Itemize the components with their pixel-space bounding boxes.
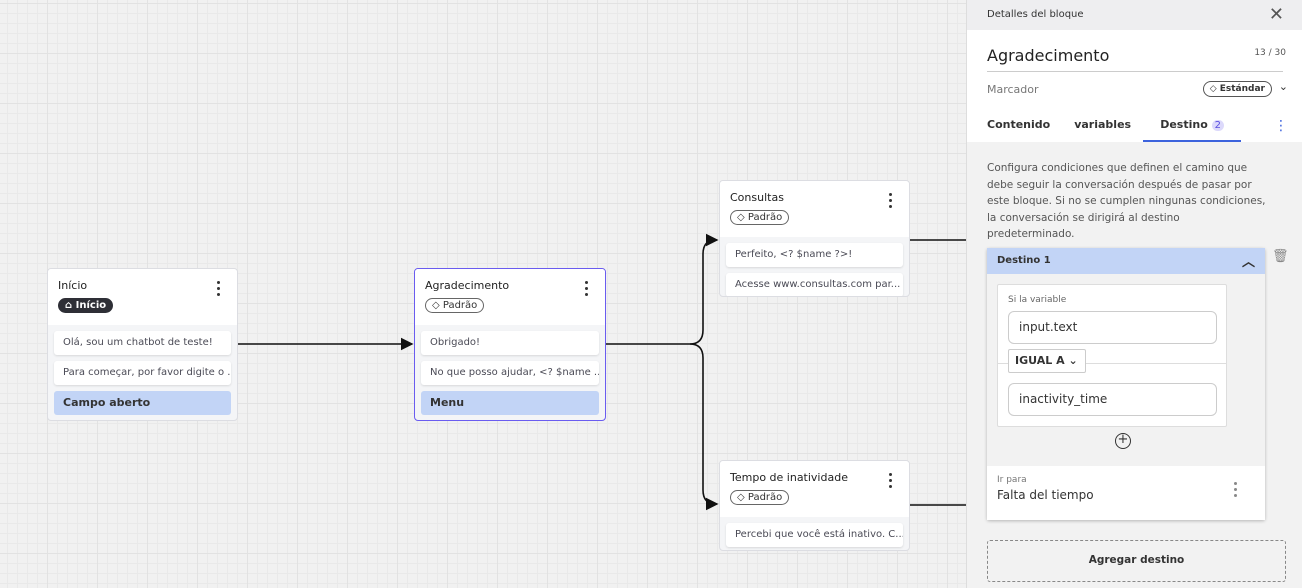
goto-label: Ir para: [997, 475, 1027, 485]
marker-value: Estándar: [1219, 84, 1265, 94]
tab-label: Destino: [1160, 118, 1208, 131]
destination-description: Configura condiciones que definen el cam…: [987, 162, 1266, 240]
node-title: Início: [58, 279, 88, 292]
node-title: Agradecimento: [425, 279, 510, 292]
add-destination-button[interactable]: Agregar destino: [987, 540, 1286, 582]
message-item[interactable]: Olá, sou um chatbot de teste!: [54, 331, 231, 355]
block-details-panel: Detalles del bloque ✕ Agradecimento 13 /…: [966, 0, 1302, 588]
variable-input[interactable]: input.text: [1008, 311, 1217, 344]
tag-label: Padrão: [442, 300, 478, 311]
more-options-icon[interactable]: [217, 281, 221, 299]
marker-select[interactable]: ◇ Estándar: [1202, 81, 1272, 97]
block-name-input[interactable]: Agradecimento: [987, 46, 1283, 72]
message-item[interactable]: Percebi que você está inativo. C...: [726, 523, 903, 547]
operator-value: IGUAL A: [1015, 354, 1065, 367]
tag-icon: ◇: [1209, 84, 1220, 94]
tag-badge: ◇ Padrão: [730, 490, 790, 505]
trash-icon[interactable]: 🗑: [1272, 249, 1289, 264]
value-input[interactable]: inactivity_time: [1008, 383, 1217, 416]
goto-value: Falta del tiempo: [997, 488, 1094, 502]
goto-field[interactable]: Ir para Falta del tiempo: [987, 466, 1265, 520]
tag-badge: ◇ Padrão: [425, 298, 485, 313]
divider: [998, 363, 1226, 364]
condition-box: Si la variable input.text IGUAL A ⌄ inac…: [997, 284, 1227, 427]
more-options-icon[interactable]: [889, 193, 893, 211]
message-item[interactable]: Perfeito, <? $name ?>!: [726, 243, 903, 267]
chevron-up-icon[interactable]: ︿: [1241, 255, 1255, 270]
node-consultas[interactable]: Consultas ◇ Padrão Perfeito, <? $name ?>…: [719, 180, 910, 297]
flow-canvas[interactable]: Início ⌂ Início Olá, sou um chatbot de t…: [0, 0, 966, 588]
tag-icon: ◇: [737, 492, 748, 503]
tag-label: Padrão: [747, 492, 783, 503]
connection-agradecimento-consultas: [606, 233, 719, 345]
connection-agradecimento-tempo: [689, 343, 719, 511]
chevron-down-icon: ⌄: [1068, 354, 1078, 367]
node-tempo-de-inatividade[interactable]: Tempo de inatividade ◇ Padrão Percebi qu…: [719, 460, 910, 551]
operator-select[interactable]: IGUAL A ⌄: [1008, 349, 1086, 373]
char-count: 13 / 30: [1254, 48, 1286, 58]
chevron-down-icon[interactable]: ⌄: [1278, 80, 1288, 93]
tag-icon: ◇: [432, 300, 443, 311]
tag-icon: ◇: [737, 212, 748, 223]
tab-variables[interactable]: variables: [1074, 118, 1132, 131]
panel-title: Detalles del bloque: [987, 9, 1084, 20]
more-options-icon[interactable]: [1234, 482, 1237, 500]
more-options-icon[interactable]: ⋮: [1274, 118, 1288, 134]
option-item[interactable]: Menu: [421, 391, 599, 415]
destination-header[interactable]: Destino 1 ︿: [987, 248, 1265, 274]
count-badge: 2: [1211, 120, 1224, 131]
connections: [237, 233, 966, 511]
node-agradecimento[interactable]: Agradecimento ◇ Padrão Obrigado! No que …: [414, 268, 606, 421]
destination-card: Destino 1 ︿ Si la variable input.text IGU…: [987, 248, 1265, 520]
start-tag: ⌂ Início: [58, 298, 114, 313]
option-item[interactable]: Campo aberto: [54, 391, 231, 415]
destination-title: Destino 1: [997, 255, 1051, 266]
tag-label: Início: [75, 300, 107, 311]
node-inicio[interactable]: Início ⌂ Início Olá, sou um chatbot de t…: [47, 268, 238, 421]
tag-badge: ◇ Padrão: [730, 210, 790, 225]
close-icon[interactable]: ✕: [1268, 4, 1284, 25]
more-options-icon[interactable]: [585, 281, 589, 299]
more-options-icon[interactable]: [889, 473, 893, 491]
message-item[interactable]: No que posso ajudar, <? $name ...: [421, 361, 599, 385]
home-icon: ⌂: [65, 300, 76, 311]
marker-label: Marcador: [987, 83, 1039, 96]
add-condition-icon[interactable]: +: [1115, 433, 1131, 449]
node-title: Consultas: [730, 191, 784, 204]
message-item[interactable]: Obrigado!: [421, 331, 599, 355]
tab-bar: Contenido variables Destino 2: [967, 112, 1287, 142]
message-item[interactable]: Para começar, por favor digite o ...: [54, 361, 231, 385]
message-item[interactable]: Acesse www.consultas.com par...: [726, 273, 903, 296]
condition-label: Si la variable: [1008, 295, 1067, 305]
tag-label: Padrão: [747, 212, 783, 223]
node-title: Tempo de inatividade: [730, 471, 848, 484]
tab-contenido[interactable]: Contenido: [987, 118, 1051, 131]
tab-destino[interactable]: Destino 2: [1143, 112, 1242, 142]
